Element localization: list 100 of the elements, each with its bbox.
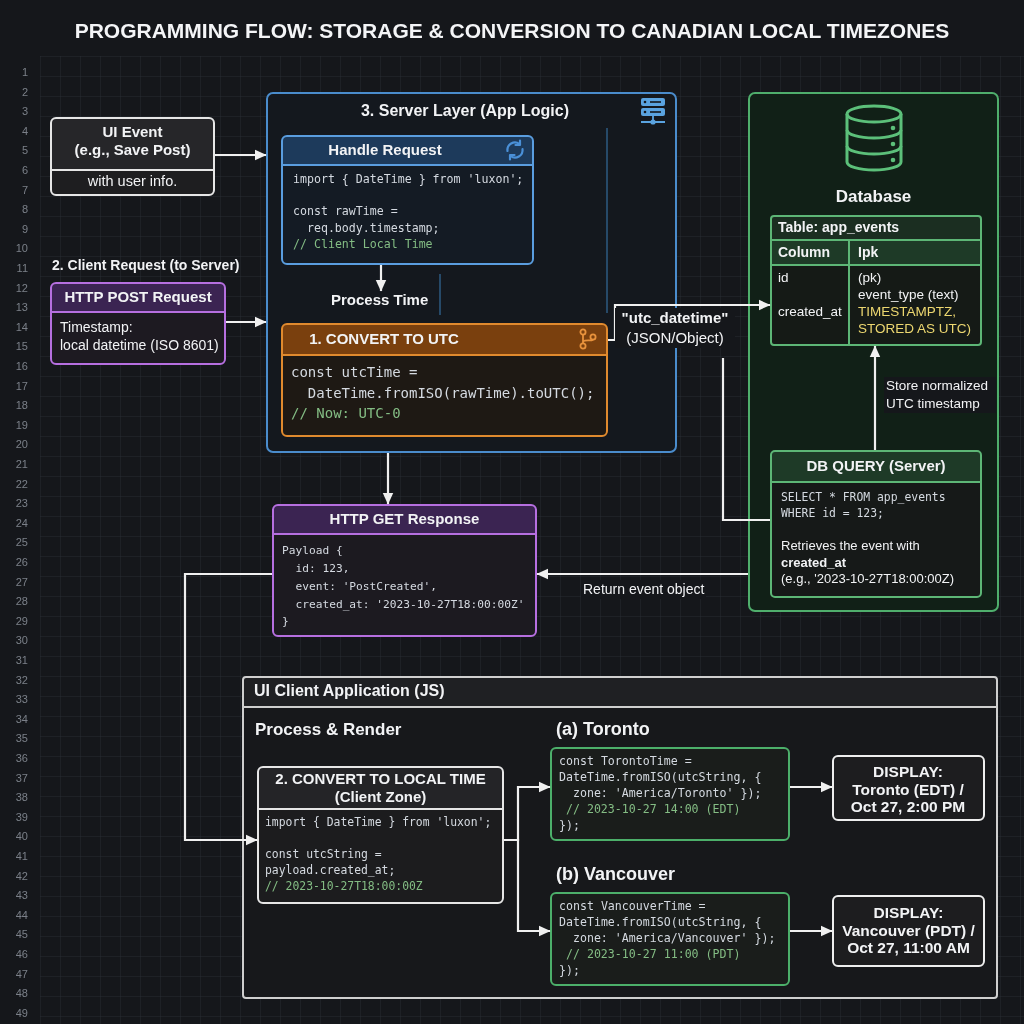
line-number: 49 bbox=[15, 1005, 28, 1020]
arrow bbox=[790, 781, 833, 793]
line-number: 19 bbox=[15, 417, 28, 432]
code-line: WHERE id = 123; bbox=[781, 506, 884, 521]
card-title: HTTP POST Request bbox=[64, 288, 212, 306]
arrow bbox=[869, 345, 881, 450]
section-heading: Process & Render bbox=[255, 720, 402, 740]
data-table bbox=[770, 215, 982, 346]
arrow bbox=[790, 925, 833, 937]
table-cell-text: TIMESTAMPTZ, STORED AS UTC) bbox=[858, 303, 973, 337]
arrow bbox=[608, 299, 771, 342]
line-number: 30 bbox=[15, 633, 28, 648]
code-line: const utcTime = bbox=[291, 363, 418, 381]
app-panel bbox=[242, 676, 998, 999]
code-line: import { DateTime } from 'luxon'; bbox=[265, 815, 492, 830]
query-card bbox=[770, 450, 982, 598]
line-number: 31 bbox=[15, 653, 28, 667]
line-number: 41 bbox=[15, 849, 28, 863]
line-number: 23 bbox=[15, 496, 28, 511]
line-number: 44 bbox=[15, 907, 28, 922]
line-number: 4 bbox=[21, 123, 28, 138]
description-text: (e.g., '2023-10-27T18:00:00Z) bbox=[781, 571, 955, 588]
body-text: Timestamp: bbox=[60, 319, 133, 336]
code-comment: // 2023-10-27T18:00:00Z bbox=[265, 879, 423, 894]
diagram-title: PROGRAMMING FLOW: STORAGE & CONVERSION TO CANADIAN LOCAL TIMEZONES bbox=[74, 18, 950, 43]
line-number: 29 bbox=[15, 613, 28, 628]
code-comment: // 2023-10-27 11:00 (PDT) bbox=[565, 947, 741, 962]
code-line: payload.created_at; bbox=[265, 863, 396, 878]
card-title: Handle Request bbox=[328, 141, 442, 159]
display-text: DISPLAY: Vancouver (PDT) / Oct 27, 11:00 AM bbox=[841, 904, 976, 957]
card-title: UI Event bbox=[102, 123, 163, 141]
table-cell: id bbox=[778, 269, 789, 286]
line-number: 21 bbox=[15, 457, 28, 471]
line-number: 43 bbox=[15, 888, 28, 903]
body-text: local datetime (ISO 8601) bbox=[60, 337, 219, 354]
line-number: 2 bbox=[21, 84, 28, 99]
code-line: DateTime.fromISO(utcString, { bbox=[559, 915, 762, 930]
code-line: event: 'PostCreated', bbox=[295, 579, 437, 594]
line-number: 12 bbox=[15, 280, 28, 295]
arrow bbox=[382, 453, 394, 505]
line-number: 6 bbox=[21, 163, 28, 177]
card-title: 2. CONVERT TO LOCAL TIME (Client Zone) bbox=[274, 770, 487, 806]
line-number: 26 bbox=[15, 555, 28, 569]
line-number: 45 bbox=[15, 927, 28, 942]
line-number: 1 bbox=[21, 65, 28, 79]
event-box bbox=[50, 117, 215, 196]
arrow bbox=[226, 316, 267, 328]
code-line: }); bbox=[559, 963, 580, 978]
line-number: 22 bbox=[15, 476, 28, 491]
connector-line bbox=[721, 358, 770, 522]
arrow bbox=[375, 265, 387, 292]
code-line: const VancouverTime = bbox=[559, 899, 706, 914]
card-title: (e.g., Save Post) bbox=[74, 141, 191, 159]
table-cell: created_at bbox=[778, 303, 842, 320]
description-text: Retrieves the event with created_at bbox=[781, 538, 921, 571]
line-number: 34 bbox=[15, 711, 28, 726]
display-box bbox=[832, 755, 985, 821]
line-number: 17 bbox=[15, 378, 28, 393]
line-number: 37 bbox=[15, 770, 28, 785]
line-number: 25 bbox=[15, 535, 28, 550]
code-line: const utcString = bbox=[265, 847, 382, 862]
code-line: created_at: '2023-10-27T18:00:00Z' bbox=[295, 597, 525, 612]
code-line: SELECT * FROM app_events bbox=[781, 490, 946, 505]
line-number: 5 bbox=[21, 143, 28, 158]
code-card bbox=[272, 504, 537, 637]
database-panel bbox=[748, 92, 999, 612]
line-number: 46 bbox=[15, 947, 28, 961]
section-heading: 2. Client Request (to Server) bbox=[52, 257, 240, 274]
code-line: import { DateTime } from 'luxon'; bbox=[293, 172, 524, 187]
card-title: HTTP GET Response bbox=[329, 510, 480, 528]
table-title: Table: app_events bbox=[778, 219, 900, 236]
code-line: DateTime.fromISO(utcString, { bbox=[559, 770, 762, 785]
line-number: 40 bbox=[15, 829, 28, 844]
section-heading: (b) Vancouver bbox=[556, 864, 676, 885]
line-number: 48 bbox=[15, 986, 28, 1001]
line-number: 32 bbox=[15, 672, 28, 687]
code-card bbox=[281, 135, 534, 265]
arrow bbox=[215, 149, 267, 161]
panel-title: 3. Server Layer (App Logic) bbox=[360, 101, 570, 120]
column-header: Column bbox=[778, 244, 831, 261]
code-line: req.body.timestamp; bbox=[306, 221, 440, 236]
code-comment: // Client Local Time bbox=[293, 237, 433, 252]
column-header: Ipk bbox=[858, 244, 879, 261]
line-number: 8 bbox=[21, 202, 28, 217]
line-number: 10 bbox=[15, 241, 28, 256]
code-card bbox=[281, 323, 608, 437]
code-comment: // Now: UTC-0 bbox=[291, 404, 401, 422]
table-cell: event_type (text) bbox=[858, 286, 959, 303]
line-number: 36 bbox=[15, 751, 28, 765]
line-number: 42 bbox=[15, 868, 28, 883]
line-number: 28 bbox=[15, 594, 28, 609]
line-number: 39 bbox=[15, 809, 28, 824]
section-heading: (a) Toronto bbox=[556, 719, 650, 740]
panel-title: Database bbox=[835, 187, 912, 207]
panel-title: UI Client Application (JS) bbox=[254, 681, 445, 700]
line-number: 14 bbox=[15, 319, 28, 334]
code-line: const rawTime = bbox=[293, 204, 398, 219]
code-line: zone: 'America/Vancouver' }); bbox=[572, 931, 776, 946]
code-line: const TorontoTime = bbox=[559, 754, 692, 769]
code-comment: // 2023-10-27 14:00 (EDT) bbox=[565, 802, 741, 817]
